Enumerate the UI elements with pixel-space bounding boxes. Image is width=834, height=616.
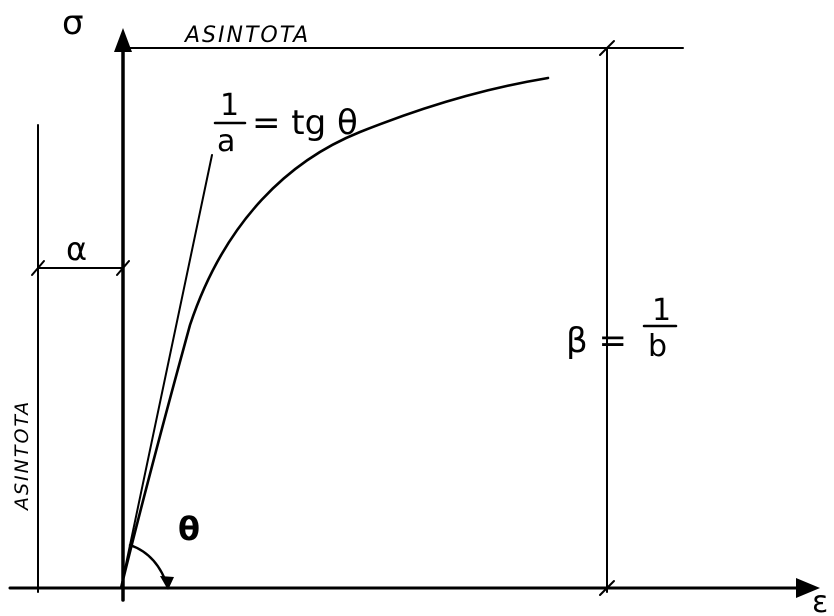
theta-angle-arc [128, 543, 170, 590]
beta-tick-bottom [599, 580, 615, 596]
alpha-label: α [66, 230, 87, 268]
theta-label: θ [178, 510, 200, 548]
alpha-tick-left [31, 260, 45, 276]
tangent-numerator: 1 [220, 88, 239, 123]
hyperbolic-curve [119, 76, 550, 590]
beta-denominator: b [648, 329, 667, 364]
tangent-denominator: a [217, 124, 235, 159]
beta-numerator: 1 [652, 293, 671, 328]
beta-lhs: β = [566, 321, 627, 361]
vertical-asymptote-label: ASINTOTA [11, 400, 33, 512]
tangent-rhs: = tg θ [252, 103, 358, 143]
y-axis-label: σ [62, 3, 84, 43]
initial-tangent-line [120, 154, 213, 589]
y-axis-arrow [114, 28, 132, 52]
x-axis-label: ε [812, 585, 828, 616]
horizontal-asymptote-label: ASINTOTA [183, 23, 310, 48]
theta-arc-arrow [160, 576, 174, 590]
beta-tick-top [599, 40, 615, 56]
x-axis-arrow [796, 578, 820, 598]
alpha-tick-right [116, 260, 130, 276]
